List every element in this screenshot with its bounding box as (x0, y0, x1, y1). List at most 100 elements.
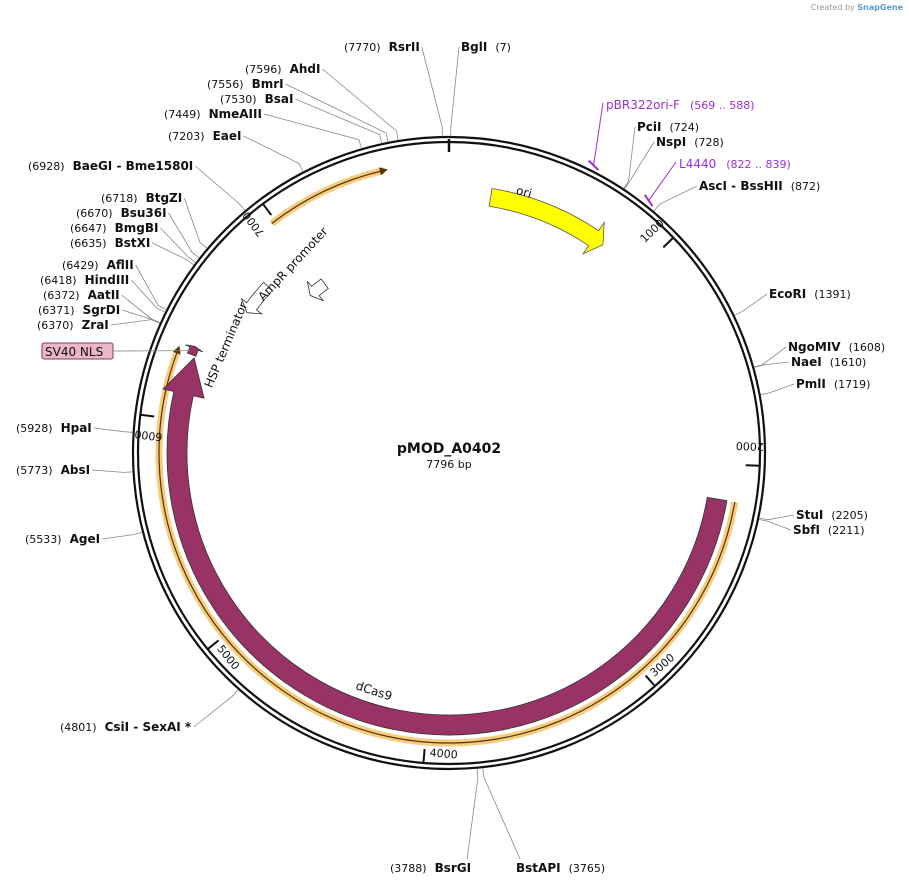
svg-text:(7449)NmeAIII: (7449)NmeAIII (164, 107, 262, 121)
orf-head-dcas9 (172, 345, 181, 355)
site-hindiii: (6418)HindIII (40, 273, 166, 313)
site-baegi: (6928)BaeGI - Bme1580I (28, 159, 246, 211)
primer-connector (648, 161, 677, 201)
site-position: (3788) (390, 862, 427, 875)
site-name: NgoMIV (788, 340, 841, 354)
site-bstapi: BstAPI(3765) (482, 768, 605, 875)
tick-mark (644, 674, 656, 687)
svg-text:(6370)ZraI: (6370)ZraI (37, 318, 109, 332)
site-connector (195, 165, 246, 211)
svg-text:(5773)AbsI: (5773)AbsI (16, 463, 90, 477)
site-name: HindIII (85, 273, 130, 287)
svg-text:PciI(724): PciI(724) (637, 120, 699, 134)
plasmid-size: 7796 bp (426, 458, 471, 471)
site-position: (7203) (168, 130, 205, 143)
primer-mark (587, 159, 600, 171)
site-position: (724) (670, 121, 700, 134)
svg-text:NgoMIV(1608): NgoMIV (1608) (788, 340, 885, 354)
svg-text:(4801)CsiI - SexAI *: (4801) CsiI - SexAI * (60, 720, 192, 734)
backbone-ring (131, 135, 767, 771)
site-connector (92, 469, 133, 473)
site-connector (760, 383, 795, 395)
site-position: (7596) (245, 63, 282, 76)
orf-head-ampr (379, 167, 388, 176)
site-name: BglI (461, 40, 487, 54)
svg-text:NaeI(1610): NaeI(1610) (791, 355, 866, 369)
site-name: BsrGI (435, 861, 472, 875)
site-name: BstXI (115, 236, 151, 250)
site-connector (131, 279, 166, 313)
svg-text:BglI(7): BglI(7) (461, 40, 511, 54)
tick-label: 4000 (429, 746, 458, 761)
site-name: Bsu36I (121, 206, 167, 220)
site-pmli: PmlI(1719) (760, 377, 870, 395)
orf-arc-ampr-line (271, 169, 385, 224)
svg-text:pBR322ori-F(569 .. 588): pBR322ori-F(569 .. 588) (606, 98, 755, 112)
svg-text:(6372)AatII: (6372)AatII (43, 288, 120, 302)
site-name: BmrI (252, 77, 284, 91)
site-connector (93, 427, 133, 433)
site-eaei: (7203) EaeI (168, 129, 304, 172)
primer-connector (593, 102, 604, 166)
site-position: (2205) (831, 509, 868, 522)
site-connector (653, 185, 698, 212)
site-connector (243, 135, 304, 172)
plasmid-name: pMOD_A0402 (397, 441, 501, 457)
svg-text:NspI(728): NspI(728) (656, 135, 724, 149)
site-bsu36i: (6670)Bsu36I (76, 206, 200, 259)
site-connector (160, 227, 196, 263)
site-position: (872) (791, 180, 821, 193)
site-name: RsrII (389, 40, 420, 54)
tick-label: 2000 (736, 439, 765, 453)
site-name: BstAPI (516, 861, 561, 875)
site-connector (734, 293, 768, 316)
site-name: HpaI (61, 421, 92, 435)
site-connector (285, 83, 389, 142)
label-sv40-nls: SV40 NLS (45, 345, 103, 359)
orf-arc-dcas9-line (158, 349, 736, 744)
site-position: (4801) (60, 721, 97, 734)
site-hpai: (5928)HpaI (16, 421, 133, 435)
site-connector (450, 46, 460, 136)
site-position: (7530) (220, 93, 257, 106)
label-ori: ori (515, 183, 534, 201)
site-position: (1608) (849, 341, 886, 354)
orf-arcs (155, 166, 739, 747)
snapgene-brand: SnapGene (857, 3, 903, 12)
tick-mark (207, 639, 220, 650)
site-connector (193, 689, 239, 728)
feature-ori (488, 188, 605, 255)
svg-text:(6670)Bsu36I: (6670)Bsu36I (76, 206, 167, 220)
site-aatii: (6372)AatII (43, 288, 161, 324)
site-aflii: (6429)AflII (62, 258, 167, 311)
site-name: ZraI (82, 318, 109, 332)
site-position: (1610) (830, 356, 867, 369)
site-name: AgeI (70, 532, 100, 546)
site-position: (7770) (344, 41, 381, 54)
site-connector (754, 361, 790, 368)
site-bgli: BglI(7) (450, 40, 511, 136)
site-connector (295, 98, 382, 144)
site-position: (5533) (25, 533, 62, 546)
site-name: CsiI - SexAI * (105, 720, 192, 734)
site-position: (2211) (828, 524, 865, 537)
site-name: StuI (796, 508, 823, 522)
tick-mark (262, 203, 273, 216)
svg-text:StuI(2205): StuI (2205) (796, 508, 868, 522)
svg-text:EcoRI(1391): EcoRI(1391) (769, 287, 851, 301)
feature-sv40-nls (185, 344, 204, 357)
site-connector (322, 68, 399, 141)
site-connector (482, 768, 521, 860)
site-name: EaeI (213, 129, 242, 143)
site-connector (263, 113, 362, 149)
site-connector (624, 141, 655, 190)
site-bmri: (7556)BmrI (207, 77, 389, 142)
site-position: (6371) (38, 304, 75, 317)
site-name: PmlI (796, 377, 826, 391)
svg-text:(5533)AgeI: (5533) AgeI (25, 532, 100, 546)
svg-text:(7596)AhdI: (7596)AhdI (245, 62, 320, 76)
site-ngomiv: NgoMIV (1608) (753, 340, 885, 368)
svg-text:(7556)BmrI: (7556)BmrI (207, 77, 284, 91)
